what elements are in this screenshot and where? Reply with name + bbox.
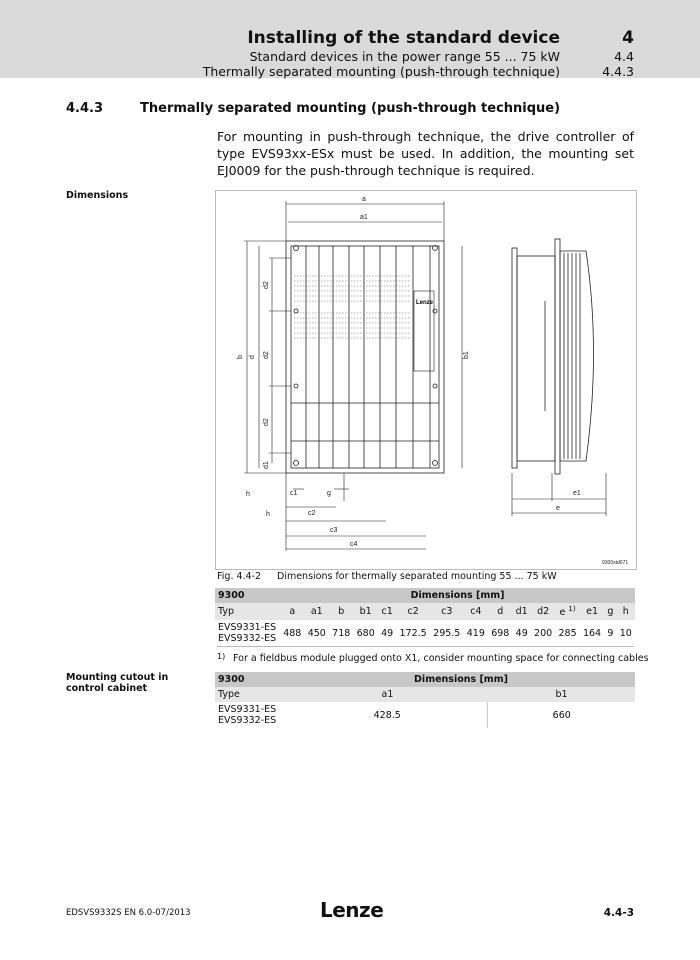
dim-label-c1: c1	[290, 490, 298, 497]
cutout-label: Mounting cutout in control cabinet	[66, 672, 169, 694]
value-d1: 49	[515, 627, 528, 639]
col-g: g	[607, 606, 614, 618]
dim-label-d2-bottom: d2	[263, 418, 270, 426]
col-cutout-b1: b1	[555, 689, 568, 700]
value-e: 285	[558, 627, 577, 639]
value-c2: 172.5	[399, 627, 427, 639]
dim-label-c2: c2	[308, 510, 316, 517]
col-cutout-a1: a1	[381, 689, 394, 700]
value-b: 718	[332, 627, 351, 639]
value-a: 488	[283, 627, 302, 639]
col-b: b	[338, 606, 345, 618]
page-number: 4.4-3	[603, 907, 634, 919]
dim-label-e1: e1	[573, 490, 581, 497]
table-group: 9300	[215, 588, 281, 603]
col-e1: e1	[586, 606, 598, 618]
lenze-logo: Lenze	[320, 898, 384, 922]
col-a: a	[289, 606, 296, 618]
table2-group-title: Dimensions [mm]	[287, 672, 635, 687]
section-header-title: Thermally separated mounting (push-throu…	[202, 64, 560, 79]
value-cutout-a1: 428.5	[287, 702, 489, 728]
dim-label-d2-top: d2	[263, 281, 270, 289]
dim-label-a: a	[362, 196, 366, 203]
value-h: 10	[619, 627, 632, 639]
footnote-mark: 1)	[217, 652, 226, 661]
col-h: h	[622, 606, 629, 618]
dimension-drawing-svg: Lenze	[237, 196, 628, 566]
table2-group: 9300	[215, 672, 287, 687]
dim-label-h: h	[266, 511, 270, 518]
col-b1: b1	[359, 606, 372, 618]
document-id: EDSVS9332S EN 6.0-07/2013	[66, 908, 191, 918]
dim-label-d: d	[249, 355, 256, 359]
dim-label-d2-mid: d2	[263, 351, 270, 359]
footnote-divider	[217, 646, 634, 647]
value-c1: 49	[381, 627, 394, 639]
col-d: d	[497, 606, 504, 618]
figure-caption: Dimensions for thermally separated mount…	[277, 571, 557, 582]
figure-number: Fig. 4.4-2	[217, 571, 262, 582]
dim-label-a1: a1	[360, 214, 368, 221]
dim-label-g: g	[327, 490, 331, 497]
dim-label-h-left: h	[246, 491, 250, 498]
section-header-number: 4.4.3	[602, 64, 634, 79]
dimension-drawing: Lenze	[215, 190, 637, 570]
dim-label-e: e	[556, 505, 560, 512]
dim-label-d1: d1	[263, 461, 270, 469]
col-a1: a1	[310, 606, 323, 618]
value-a1: 450	[307, 627, 326, 639]
value-b1: 680	[356, 627, 375, 639]
table-header-row: Typ a a1 b b1 c1 c2 c3 c4 d d1 d2 e 1) e…	[215, 603, 635, 621]
subchapter-number: 4.4	[614, 49, 634, 64]
value-c4: 419	[466, 627, 485, 639]
col-d2: d2	[537, 606, 550, 618]
col-c4: c4	[470, 606, 482, 618]
col-c1: c1	[381, 606, 393, 618]
col-type: Type	[218, 689, 240, 700]
col-typ: Typ	[218, 606, 234, 618]
chapter-number: 4	[622, 28, 634, 48]
dim-label-c3: c3	[330, 527, 338, 534]
col-c2: c2	[407, 606, 419, 618]
cutout-table: 9300 Dimensions [mm] Type a1 b1 EVS9331-…	[215, 672, 635, 728]
subchapter-title: Standard devices in the power range 55 .…	[249, 49, 560, 64]
footnote-text: For a fieldbus module plugged onto X1, c…	[233, 653, 649, 664]
value-g: 9	[607, 627, 614, 639]
col-e: e 1)	[559, 605, 576, 619]
dim-label-c4: c4	[350, 541, 358, 548]
dim-label-b: b	[237, 355, 244, 359]
section-title: Thermally separated mounting (push-throu…	[140, 101, 561, 116]
dimensions-label: Dimensions	[66, 190, 129, 201]
table-group-title: Dimensions [mm]	[280, 588, 635, 603]
dimensions-table: 9300 Dimensions [mm] Typ a a1 b b1 c1 c2…	[215, 588, 635, 646]
dim-label-b1: b1	[463, 351, 470, 359]
value-cutout-b1: 660	[552, 709, 571, 721]
value-d2: 200	[534, 627, 553, 639]
col-d1: d1	[515, 606, 528, 618]
value-d: 698	[491, 627, 510, 639]
chapter-title: Installing of the standard device	[247, 28, 560, 48]
intro-paragraph: For mounting in push-through technique, …	[217, 129, 634, 178]
page-header: Installing of the standard device 4 Stan…	[0, 0, 700, 79]
drawing-brand: Lenze	[416, 300, 434, 306]
table2-header-row: Type a1 b1	[215, 687, 635, 702]
value-e1: 164	[582, 627, 602, 639]
col-c3: c3	[441, 606, 453, 618]
drawing-code: 9300std071	[602, 560, 628, 566]
value-c3: 295.5	[433, 627, 461, 639]
section-number: 4.4.3	[66, 101, 104, 116]
